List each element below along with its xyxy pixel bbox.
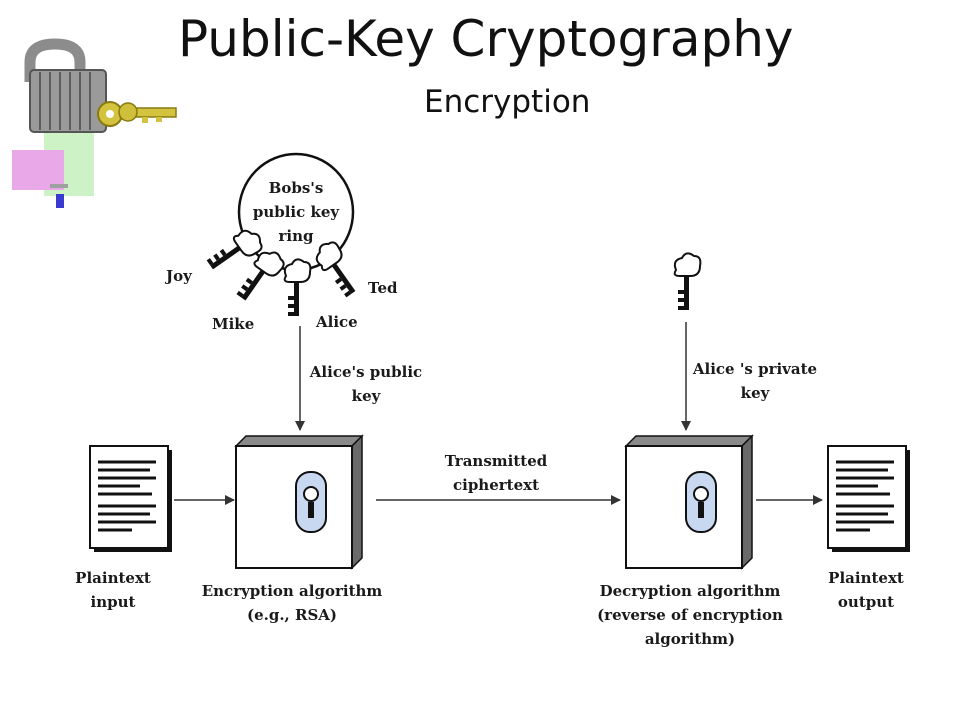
key-name-alice: Alice <box>315 313 358 331</box>
plaintext-output-label-1: Plaintext <box>828 569 904 587</box>
deco-gray-bar <box>50 184 68 188</box>
transmitted-label-1: Transmitted <box>445 452 548 470</box>
key-name-joy: Joy <box>164 267 193 285</box>
private-key-label-2: key <box>741 384 771 402</box>
key-ring-label-1: Bobs's <box>269 179 324 197</box>
key-ring-label-2: public key <box>253 203 341 221</box>
transmitted-label-2: ciphertext <box>453 476 539 494</box>
public-key-label-2: key <box>352 387 382 405</box>
encryption-label-1: Encryption algorithm <box>202 582 383 600</box>
deco-magenta-block <box>12 150 64 190</box>
key-name-ted: Ted <box>368 279 398 297</box>
key-ring-label-3: ring <box>279 227 315 245</box>
mike-key-icon <box>232 244 289 309</box>
deco-blue-block <box>56 194 64 208</box>
private-key-icon <box>673 252 702 311</box>
page-title: Public-Key Cryptography <box>178 10 794 68</box>
public-key-label-1: Alice's public <box>309 363 422 381</box>
key-name-mike: Mike <box>212 315 254 333</box>
plaintext-input-label-2: input <box>91 593 136 611</box>
encryption-box <box>234 434 364 570</box>
plaintext-input-document <box>89 445 172 552</box>
plaintext-output-label-2: output <box>838 593 894 611</box>
decryption-label-3: algorithm) <box>645 630 735 648</box>
alice-key-icon <box>283 258 312 317</box>
plaintext-output-document <box>827 445 910 552</box>
key2-bow <box>118 102 138 122</box>
page-subtitle: Encryption <box>424 84 591 120</box>
decryption-label-2: (reverse of encryption <box>597 606 783 624</box>
plaintext-input-label-1: Plaintext <box>75 569 151 587</box>
encryption-label-2: (e.g., RSA) <box>247 606 337 624</box>
padlock-key-clipart <box>12 38 177 208</box>
decryption-label-1: Decryption algorithm <box>600 582 781 600</box>
decryption-box <box>624 434 754 570</box>
padlock-shackle <box>24 38 86 82</box>
private-key-label-1: Alice 's private <box>692 360 817 378</box>
